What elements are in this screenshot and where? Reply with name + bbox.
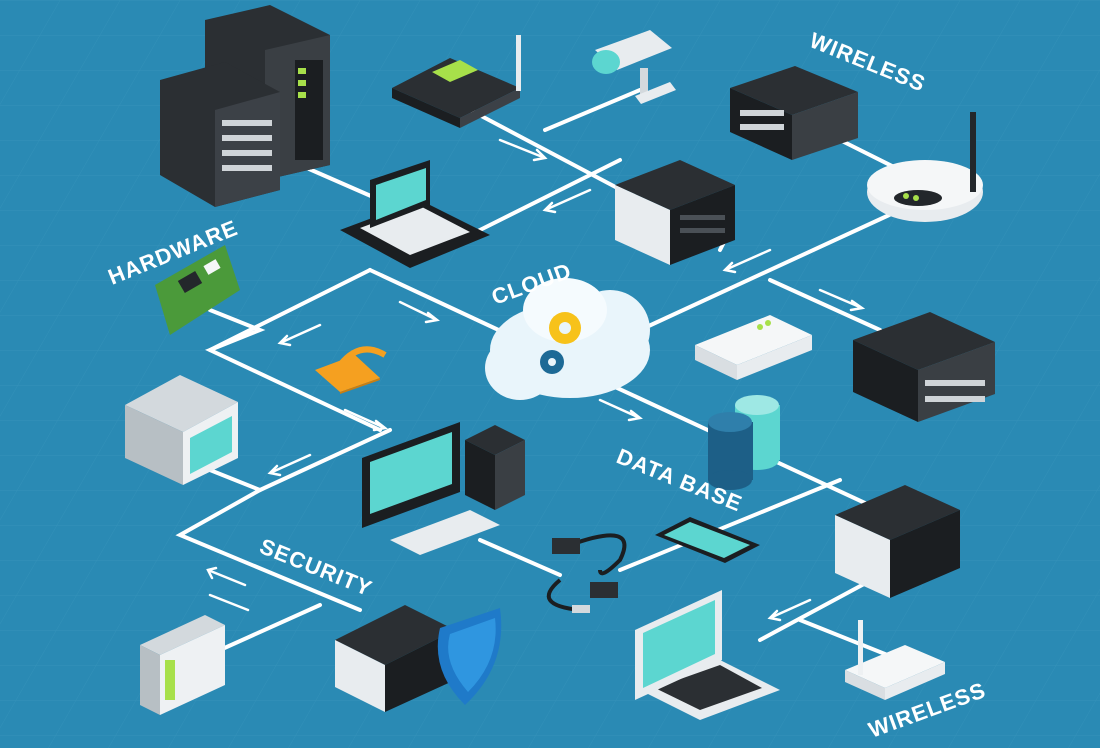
padlock-icon xyxy=(315,346,387,394)
keypad-icon xyxy=(140,615,225,715)
security-camera-icon xyxy=(592,30,676,104)
tablet-icon xyxy=(655,517,760,563)
server-icon xyxy=(615,160,735,265)
cloud-icon xyxy=(485,278,650,400)
server-icon xyxy=(835,485,960,598)
wireless-router-icon xyxy=(845,620,945,700)
rack-server-icon xyxy=(853,312,995,422)
desktop-computer-icon xyxy=(362,422,525,555)
rack-server-icon xyxy=(730,66,858,160)
router-icon xyxy=(392,35,521,128)
laptop-icon xyxy=(635,590,780,720)
circuit-board-icon xyxy=(155,245,240,335)
laptop-icon xyxy=(340,160,490,268)
shield-server-icon xyxy=(335,605,502,712)
flow-arrows xyxy=(206,138,866,622)
wireless-router-icon xyxy=(867,112,983,222)
modem-icon xyxy=(695,315,812,380)
database-icon xyxy=(708,395,780,490)
usb-cable-icon xyxy=(546,533,627,613)
crt-monitor-icon xyxy=(125,375,238,485)
server-tower-icon xyxy=(160,5,330,207)
